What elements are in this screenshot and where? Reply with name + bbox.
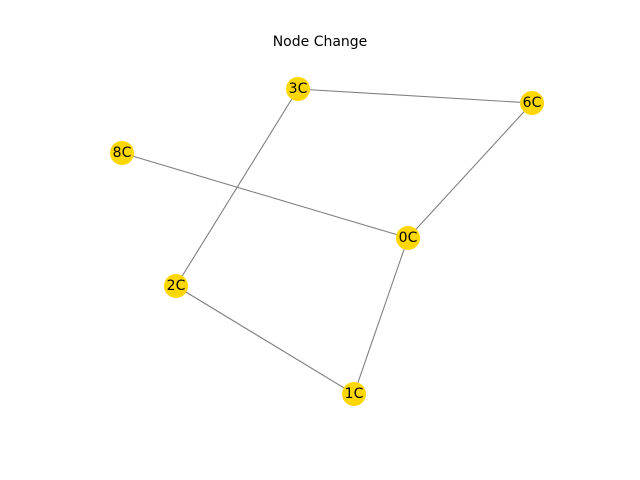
node-circle <box>396 226 420 250</box>
edge-8C-0C <box>121 152 409 239</box>
edges-layer <box>121 88 533 395</box>
node-2C: 2C <box>164 274 188 298</box>
edge-2C-1C <box>175 285 355 395</box>
node-circle <box>286 77 310 101</box>
node-label: 6C <box>523 95 542 111</box>
diagram-title: Node Change <box>272 34 368 50</box>
node-8C: 8C <box>110 141 134 165</box>
edge-3C-6C <box>297 88 533 104</box>
edge-0C-1C <box>353 237 409 395</box>
node-label: 8C <box>113 145 132 161</box>
node-label: 2C <box>167 278 186 294</box>
nodes-layer: 3C 6C 8C 0C 2C 1C <box>110 77 544 406</box>
node-circle <box>164 274 188 298</box>
node-6C: 6C <box>520 91 544 115</box>
node-label: 3C <box>289 81 308 97</box>
node-3C: 3C <box>286 77 310 101</box>
node-1C: 1C <box>342 382 366 406</box>
node-circle <box>110 141 134 165</box>
node-label: 1C <box>345 386 364 402</box>
node-0C: 0C <box>396 226 420 250</box>
node-circle <box>342 382 366 406</box>
node-circle <box>520 91 544 115</box>
edge-6C-0C <box>407 102 533 239</box>
node-label: 0C <box>399 230 418 246</box>
